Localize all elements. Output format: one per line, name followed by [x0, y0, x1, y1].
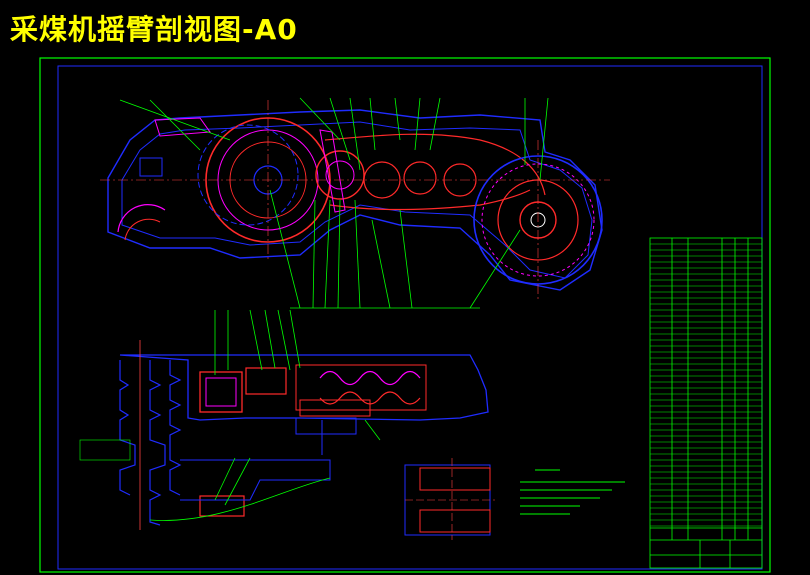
lower-section-view — [79, 340, 489, 530]
mid-gear-2 — [363, 161, 401, 199]
gear-train-band-2 — [329, 189, 531, 211]
mid-gear-3 — [403, 161, 437, 195]
rocker-arm-section — [100, 100, 610, 300]
top-left-hatch — [154, 117, 211, 137]
arm-inner-outline — [121, 121, 593, 279]
lower-bearing-inner — [205, 377, 237, 407]
lower-left-teeth-3 — [169, 360, 182, 496]
mid-gear-1-inner — [325, 160, 355, 190]
arm-outline — [107, 109, 603, 291]
bottom-link — [180, 459, 331, 501]
side-note-box — [79, 439, 131, 461]
detail-block-bottom — [419, 509, 491, 533]
outer-frame — [39, 57, 771, 573]
bottom-green-curve — [149, 477, 331, 521]
leader-lines-lower — [214, 309, 381, 506]
left-bearing-box — [139, 157, 163, 177]
lower-bearing-housing — [199, 371, 243, 413]
lower-left-teeth-2 — [149, 360, 166, 526]
right-drum-teeth — [481, 163, 595, 277]
gear-train-band — [324, 133, 546, 196]
detail-view — [404, 458, 495, 540]
lower-mid-bracket — [295, 417, 357, 435]
hatched-strip — [319, 129, 346, 213]
lower-gear-block — [295, 364, 427, 411]
leader-lines-top — [119, 97, 549, 309]
lower-left-teeth — [119, 360, 136, 496]
drawing-title: 采煤机摇臂剖视图-A0 — [10, 13, 298, 46]
detail-block-top — [419, 467, 491, 491]
lower-housing-outline — [119, 354, 489, 421]
lower-shaft-box — [245, 367, 287, 395]
tech-notes — [520, 469, 625, 515]
inner-frame — [57, 65, 763, 570]
left-end-arc-2 — [124, 218, 161, 241]
bom-rows — [650, 243, 762, 527]
left-housing-arc — [197, 124, 299, 226]
lower-cyl — [299, 399, 371, 417]
left-end-arc — [117, 204, 166, 233]
lower-wave — [319, 370, 421, 386]
bill-of-materials — [649, 237, 763, 569]
mid-gear-1 — [315, 150, 365, 200]
